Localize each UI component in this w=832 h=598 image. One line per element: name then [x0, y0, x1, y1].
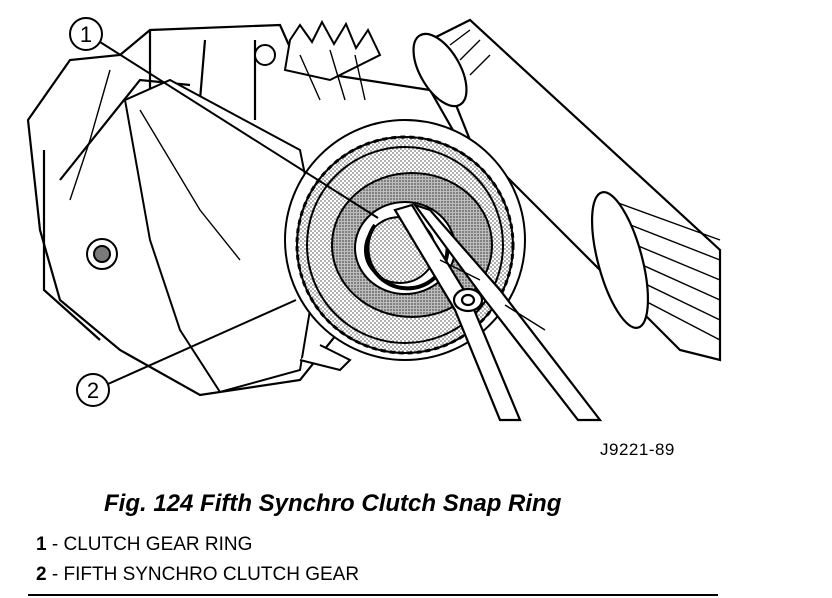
callout-2: 2: [76, 299, 297, 407]
legend-text: CLUTCH GEAR RING: [63, 534, 253, 555]
legend-number: 1: [36, 534, 47, 555]
callout-2-label: 2: [87, 378, 99, 403]
upper-gear-teeth: [283, 19, 382, 101]
snap-ring-pliers: [393, 202, 603, 422]
transmission-illustration: 1 2: [26, 17, 722, 422]
legend-item: 1 - CLUTCH GEAR RING: [36, 534, 252, 556]
callout-1: 1: [69, 17, 379, 219]
legend-number: 2: [36, 564, 47, 585]
bottom-rule: [28, 594, 718, 596]
legend-separator: -: [46, 564, 64, 585]
legend-text: FIFTH SYNCHRO CLUTCH GEAR: [63, 564, 360, 585]
legend-item: 2 - FIFTH SYNCHRO CLUTCH GEAR: [36, 564, 359, 586]
callout-1-label: 1: [80, 22, 92, 47]
mounting-bracket: [123, 78, 352, 394]
figure-code: J9221-89: [600, 440, 675, 459]
legend-separator: -: [46, 534, 64, 555]
figure-caption: Fig. 124 Fifth Synchro Clutch Snap Ring: [104, 490, 562, 517]
